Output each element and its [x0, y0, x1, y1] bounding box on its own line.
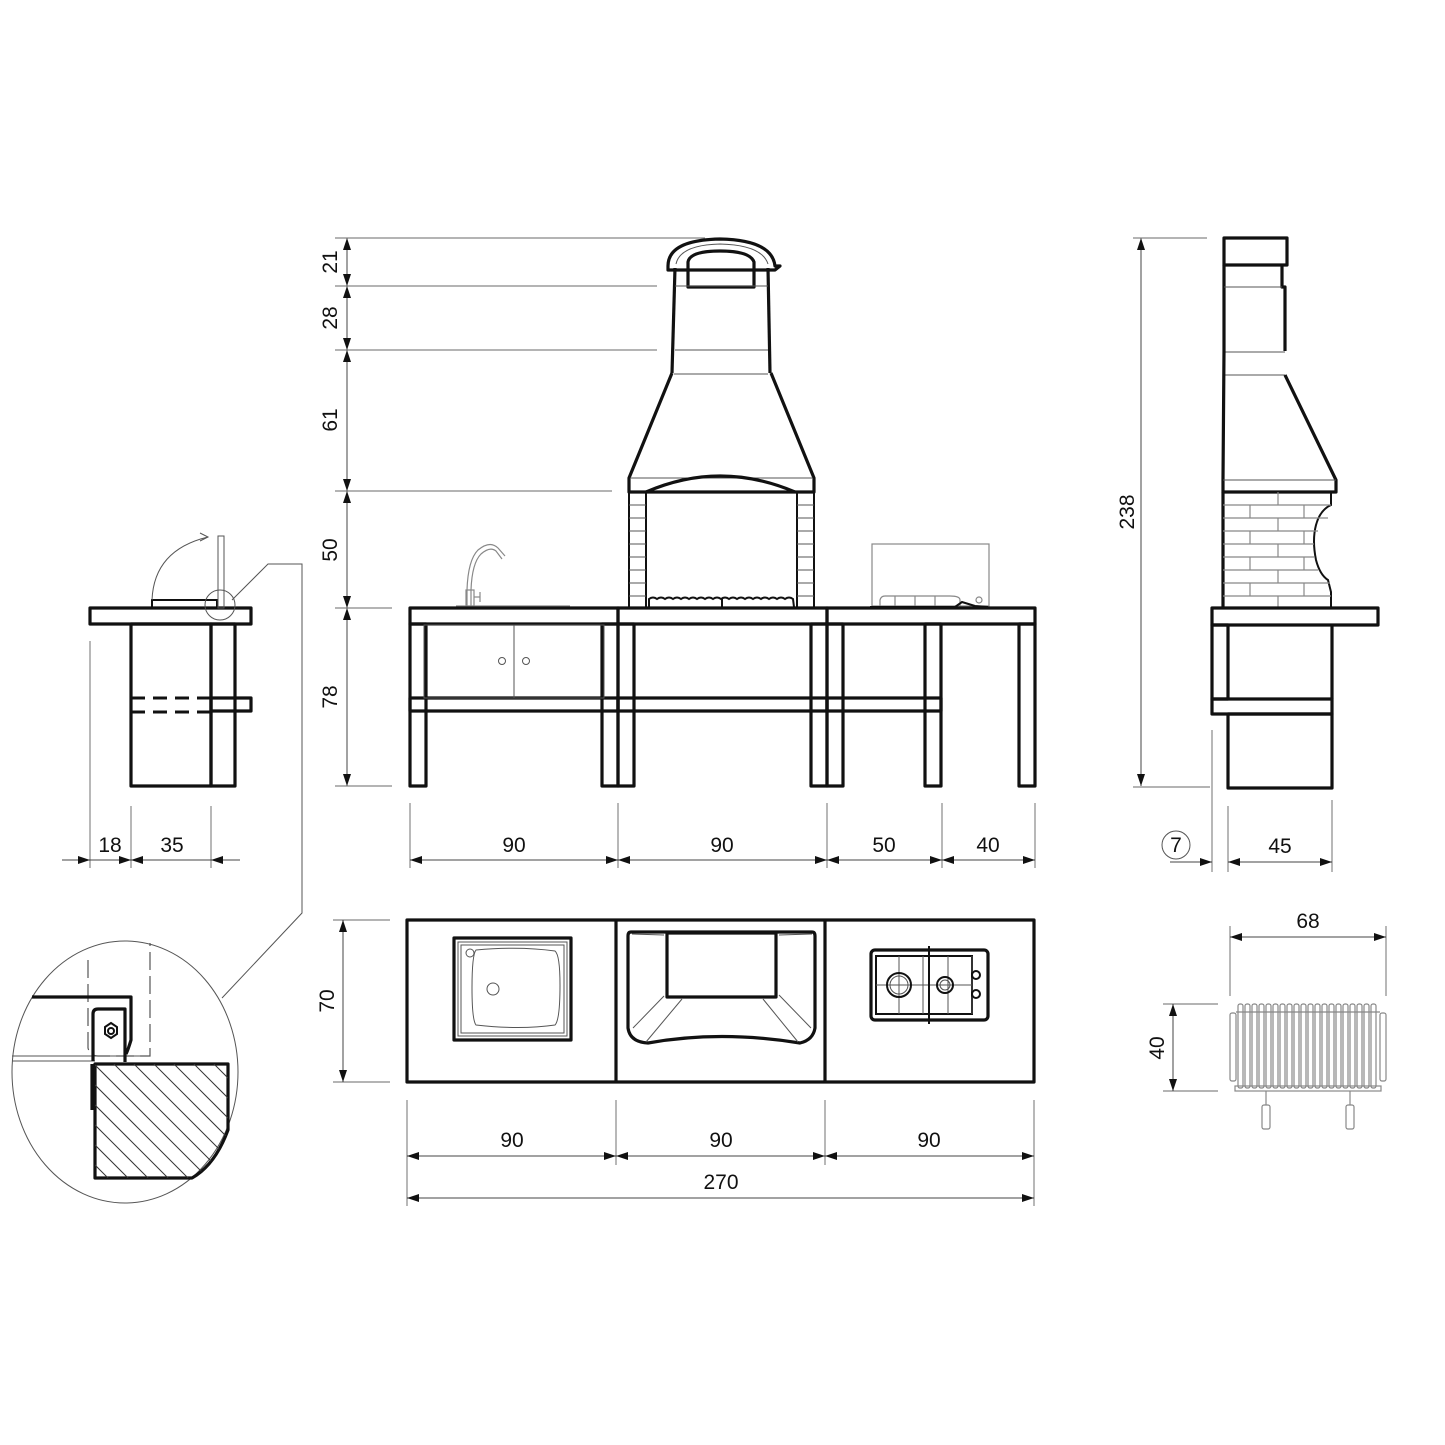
plan-width-label-3: 90 — [917, 1129, 940, 1152]
height-label-61: 61 — [319, 408, 342, 431]
height-label-50: 50 — [319, 538, 342, 561]
total-width-label: 270 — [703, 1171, 738, 1194]
height-label-78: 78 — [319, 685, 342, 708]
total-height-label: 238 — [1116, 494, 1139, 529]
width-label-90a: 90 — [502, 834, 525, 857]
offset-label: 7 — [1170, 834, 1182, 857]
plan-width-label-1: 90 — [500, 1129, 523, 1152]
width-label-90b: 90 — [710, 834, 733, 857]
grill-detail: 68 40 — [1146, 910, 1387, 1130]
plan-depth-label: 70 — [316, 989, 339, 1012]
width-label-40: 40 — [976, 834, 999, 857]
front-width-dimensions: 90 90 50 40 — [409, 803, 1036, 868]
grill-depth-label: 40 — [1146, 1036, 1169, 1059]
plan-view: 70 90 90 90 270 — [316, 918, 1036, 1206]
plan-width-label-2: 90 — [709, 1129, 732, 1152]
height-label-28: 28 — [319, 306, 342, 329]
height-label-21: 21 — [319, 250, 342, 273]
width-label-50: 50 — [872, 834, 895, 857]
side-depth-label: 45 — [1268, 835, 1291, 858]
fireplace-side-view: 238 — [1116, 236, 1380, 872]
hinge-detail — [11, 940, 239, 1204]
sink-cabinet-front — [408, 543, 620, 788]
grill-width-label: 68 — [1296, 910, 1319, 933]
sink-side-view: 18 35 — [62, 532, 303, 999]
left-depth-label: 35 — [160, 834, 183, 857]
fireplace-front — [627, 237, 816, 609]
overhang-label: 18 — [98, 834, 121, 857]
fireplace-base-front — [616, 606, 829, 788]
hob-table-front — [825, 543, 1037, 788]
front-height-dimensions: 21 28 61 50 78 — [319, 237, 705, 787]
